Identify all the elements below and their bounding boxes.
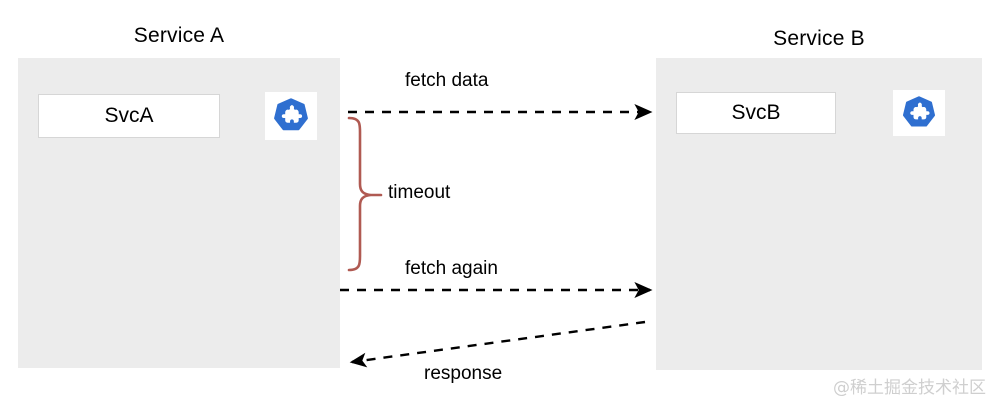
service-b-box: SvcB <box>676 92 836 134</box>
service-a-box: SvcA <box>38 94 220 138</box>
watermark: @稀土掘金技术社区 <box>833 378 986 398</box>
kubernetes-puzzle-icon <box>272 97 310 135</box>
message-label-fetch-data: fetch data <box>405 70 489 91</box>
annotation-label-timeout: timeout <box>388 182 451 203</box>
timeout-brace <box>347 116 372 272</box>
service-b-icon-tile <box>893 90 945 136</box>
kubernetes-puzzle-icon <box>901 95 937 131</box>
service-a-title: Service A <box>133 24 225 47</box>
arrow-response <box>349 320 646 368</box>
service-a-icon-tile <box>265 92 317 140</box>
message-label-response: response <box>424 363 503 384</box>
message-label-fetch-again: fetch again <box>405 258 498 279</box>
service-b-title: Service B <box>773 27 865 50</box>
